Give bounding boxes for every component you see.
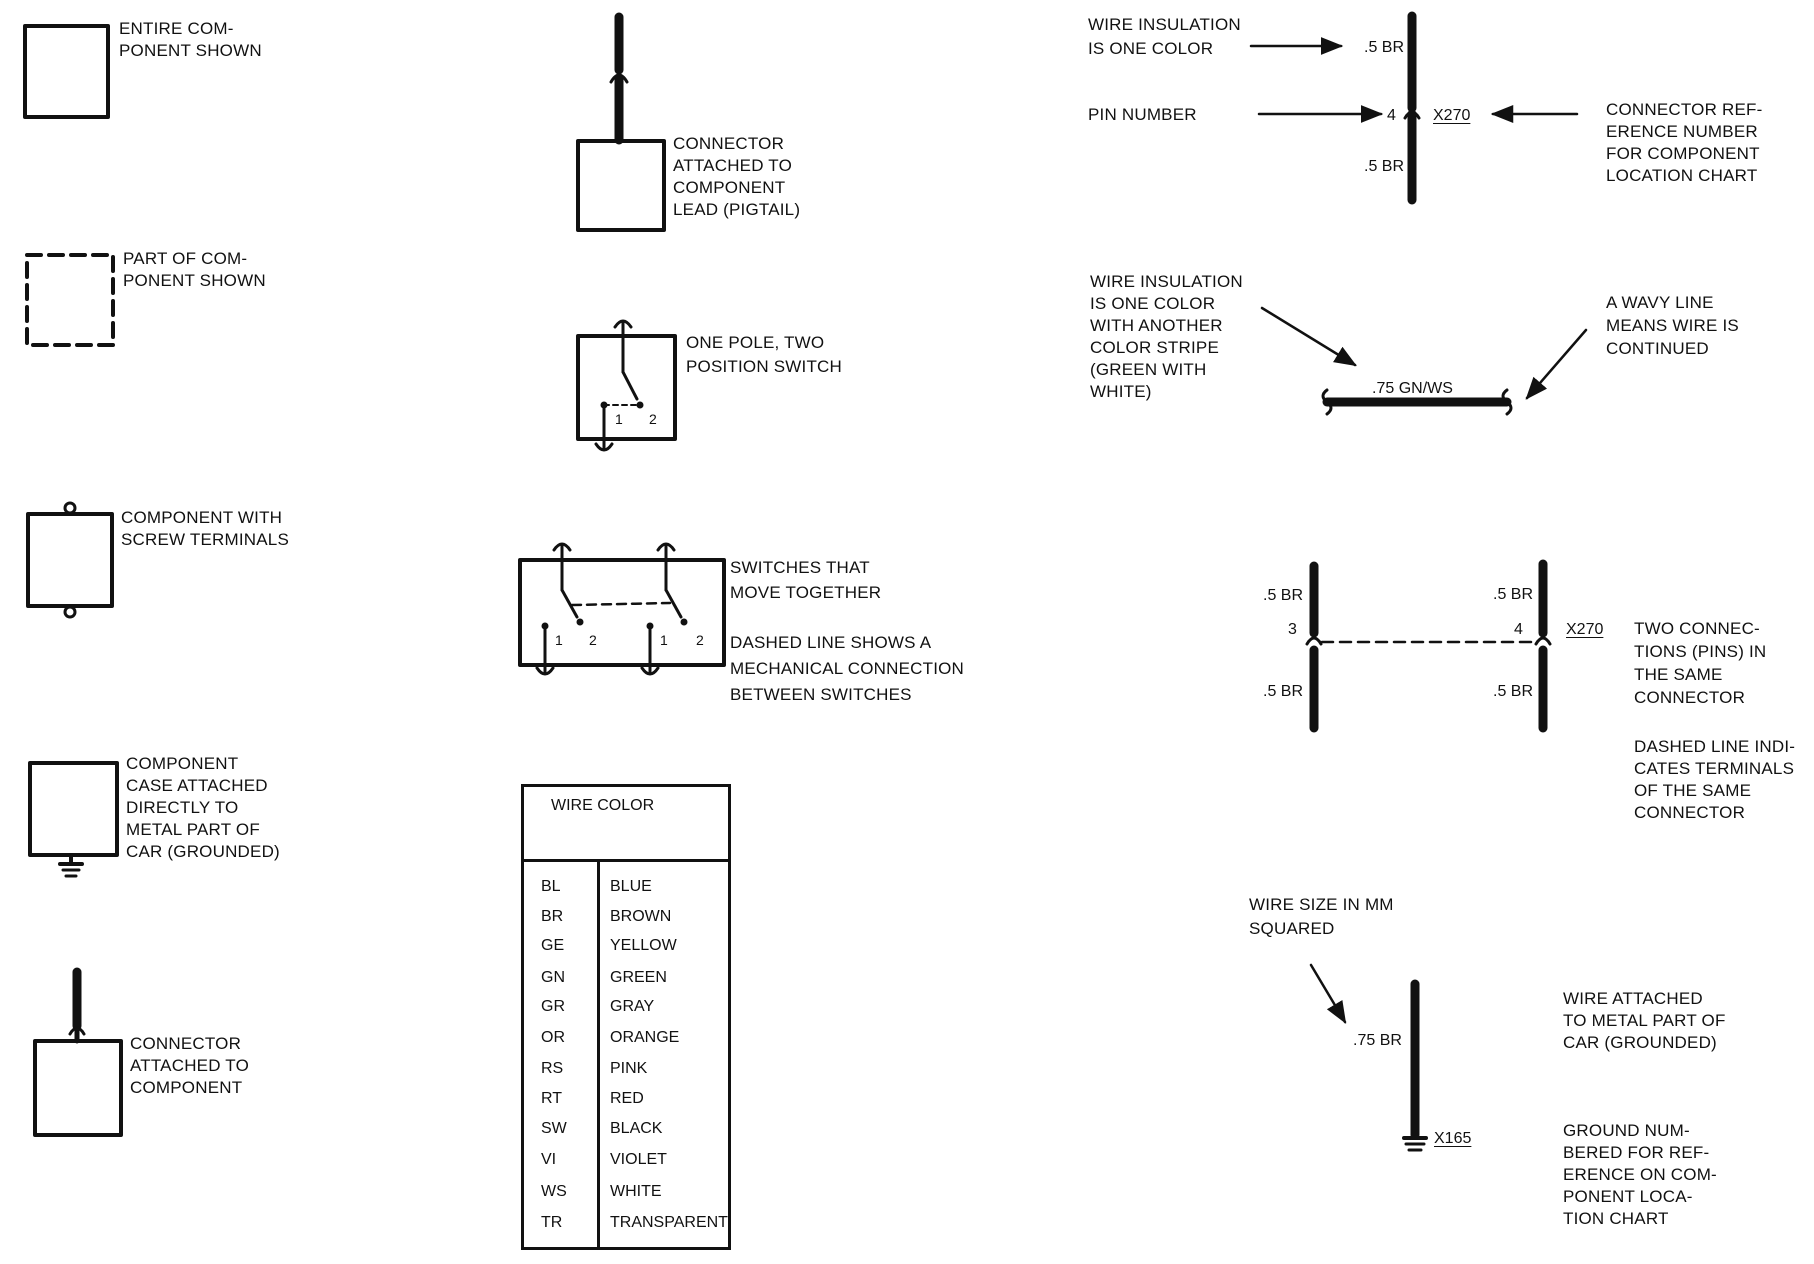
wire-color-name: BLACK (610, 1120, 663, 1137)
label-wavy-line: A WAVY LINE MEANS WIRE IS CONTINUED (1606, 293, 1739, 358)
wire-color-name: BROWN (610, 908, 672, 925)
connector-value: X270 (1433, 107, 1471, 124)
stripe-wire-label: .75 GN/WS (1372, 380, 1453, 397)
gang-switch-symbol (518, 542, 726, 676)
wire-color-code: GN (541, 969, 565, 986)
label-ground-numbered: GROUND NUM- BERED FOR REF- ERENCE ON COM… (1563, 1121, 1717, 1228)
partial-component-symbol (25, 253, 115, 347)
arrow-wire-size (1309, 963, 1347, 1024)
label-pigtail: CONNECTOR ATTACHED TO COMPONENT LEAD (PI… (673, 134, 801, 219)
wire-color-name: GREEN (610, 969, 667, 986)
two-conn-left-top-label: .5 BR (1263, 587, 1304, 604)
two-conn-right-top-label: .5 BR (1493, 586, 1534, 603)
wire-color-code: RS (541, 1060, 564, 1077)
screw-terminal-component-symbol (26, 501, 114, 619)
wire-color-row: SW BLACK (524, 1115, 728, 1145)
wire-color-code: OR (541, 1029, 565, 1046)
label-part-of-component: PART OF COM- PONENT SHOWN (123, 249, 266, 290)
switch-pos-2-label: 2 (649, 411, 657, 427)
label-insulation-one-color: WIRE INSULATION IS ONE COLOR (1088, 15, 1241, 58)
label-connector-component: CONNECTOR ATTACHED TO COMPONENT (130, 1034, 250, 1097)
wire-color-code: GR (541, 998, 565, 1015)
two-conn-ref: X270 (1566, 621, 1604, 638)
wire-color-name: PINK (610, 1060, 648, 1077)
entire-component-symbol (23, 24, 110, 119)
wire-color-name: GRAY (610, 998, 655, 1015)
wire-color-row: VI VIOLET (524, 1146, 728, 1176)
label-insulation-stripe: WIRE INSULATION IS ONE COLOR WITH ANOTHE… (1090, 272, 1243, 401)
wire-color-row: GN GREEN (524, 964, 728, 994)
gang-pos-1b-label: 1 (660, 632, 668, 648)
wire-color-name: TRANSPARENT (610, 1214, 728, 1231)
ground-wire-symbol (1402, 979, 1428, 1152)
wire-color-row: GR GRAY (524, 993, 728, 1023)
two-conn-left-pin: 3 (1288, 621, 1297, 638)
wire-color-header-label: WIRE COLOR (551, 797, 655, 814)
wire-color-row: BR BROWN (524, 903, 728, 933)
ground-wire-label: .75 BR (1353, 1032, 1402, 1049)
label-pin-number: PIN NUMBER (1088, 105, 1197, 124)
label-wire-grounded: WIRE ATTACHED TO METAL PART OF CAR (GROU… (1563, 989, 1726, 1052)
wire-color-row: TR TRANSPARENT (524, 1209, 728, 1239)
gang-pos-2b-label: 2 (696, 632, 704, 648)
wire-color-row: BL BLUE (524, 873, 728, 903)
label-connector-ref: CONNECTOR REF- ERENCE NUMBER FOR COMPONE… (1606, 100, 1763, 185)
wire-bottom-label: .5 BR (1364, 158, 1405, 175)
wire-color-name: RED (610, 1090, 644, 1107)
wire-color-row: GE YELLOW (524, 932, 728, 962)
wire-color-code: BL (541, 878, 561, 895)
label-one-pole-switch: ONE POLE, TWO POSITION SWITCH (686, 333, 842, 376)
connector-component-symbol (33, 967, 123, 1137)
wire-color-row: OR ORANGE (524, 1024, 728, 1054)
wire-top-label: .5 BR (1364, 39, 1405, 56)
arrow-wavy-line (1525, 328, 1588, 400)
wire-color-row: RS PINK (524, 1055, 728, 1085)
gang-pos-1a-label: 1 (555, 632, 563, 648)
label-gang-switch: SWITCHES THAT MOVE TOGETHER (730, 558, 882, 602)
wire-color-code: RT (541, 1090, 563, 1107)
label-screw-terminals: COMPONENT WITH SCREW TERMINALS (121, 508, 289, 549)
wire-color-code: BR (541, 908, 564, 925)
wire-color-code: SW (541, 1120, 567, 1137)
pigtail-connector-symbol (576, 12, 666, 232)
label-gang-dashed: DASHED LINE SHOWS A MECHANICAL CONNECTIO… (730, 633, 965, 704)
wire-color-row: WS WHITE (524, 1178, 728, 1208)
wire-color-table-divider (597, 859, 600, 1247)
wire-color-row: RT RED (524, 1085, 728, 1115)
one-pole-switch-symbol (576, 319, 677, 452)
ground-ref: X165 (1434, 1130, 1472, 1147)
wire-color-code: VI (541, 1151, 557, 1168)
wire-color-code: TR (541, 1214, 563, 1231)
wire-color-name: VIOLET (610, 1151, 667, 1168)
grounded-component-symbol (28, 761, 119, 878)
two-conn-right-pin: 4 (1514, 621, 1523, 638)
wire-color-code: WS (541, 1183, 567, 1200)
two-connections-symbol (1305, 559, 1552, 733)
label-dashed-terminals: DASHED LINE INDI- CATES TERMINALS OF THE… (1634, 737, 1796, 822)
switch-pos-1-label: 1 (615, 411, 623, 427)
two-conn-left-bottom-label: .5 BR (1263, 683, 1304, 700)
wire-color-code: GE (541, 937, 565, 954)
wire-color-name: ORANGE (610, 1029, 680, 1046)
wire-color-name: WHITE (610, 1183, 662, 1200)
gang-pos-2a-label: 2 (589, 632, 597, 648)
pin-value: 4 (1387, 107, 1396, 124)
wire-color-table-header: WIRE COLOR (524, 787, 728, 862)
arrow-insulation-stripe (1260, 306, 1357, 367)
label-two-connections: TWO CONNEC- TIONS (PINS) IN THE SAME CON… (1634, 619, 1767, 707)
striped-wire-symbol (1321, 388, 1513, 416)
wire-with-connector-symbol (1403, 11, 1421, 205)
two-conn-right-bottom-label: .5 BR (1493, 683, 1534, 700)
label-entire-component: ENTIRE COM- PONENT SHOWN (119, 19, 262, 60)
wire-color-name: BLUE (610, 878, 652, 895)
label-wire-size: WIRE SIZE IN MM SQUARED (1249, 895, 1394, 938)
label-grounded-case: COMPONENT CASE ATTACHED DIRECTLY TO META… (126, 754, 280, 861)
wire-color-name: YELLOW (610, 937, 677, 954)
